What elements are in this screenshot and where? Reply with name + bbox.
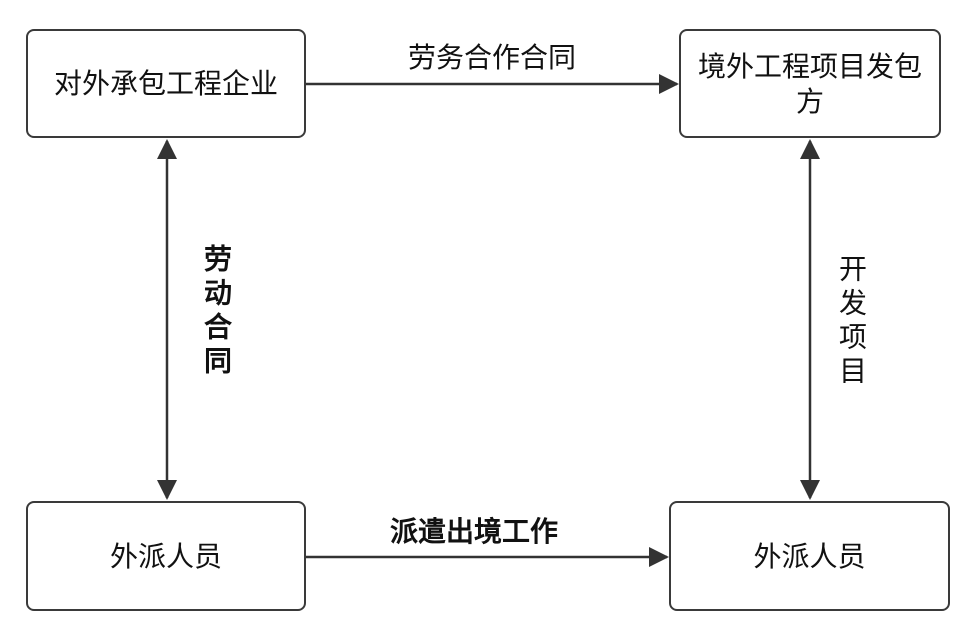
node-overseas-client: 境外工程项目发包方 [679,29,941,138]
node-contractor: 对外承包工程企业 [26,29,306,138]
node-dispatched-staff-right: 外派人员 [669,501,950,611]
edge-label-bottom: 派遣出境工作 [390,515,559,548]
node-contractor-label: 对外承包工程企业 [53,67,278,100]
node-dispatched-staff-right-label: 外派人员 [753,539,866,573]
node-overseas-client-label: 境外工程项目发包方 [697,49,922,118]
node-dispatched-staff-left-label: 外派人员 [109,539,222,573]
edge-label-left: 劳动合同 [200,244,233,380]
edge-label-top: 劳务合作合同 [408,41,577,74]
node-dispatched-staff-left: 外派人员 [26,501,306,611]
edge-label-right: 开发项目 [835,254,868,390]
